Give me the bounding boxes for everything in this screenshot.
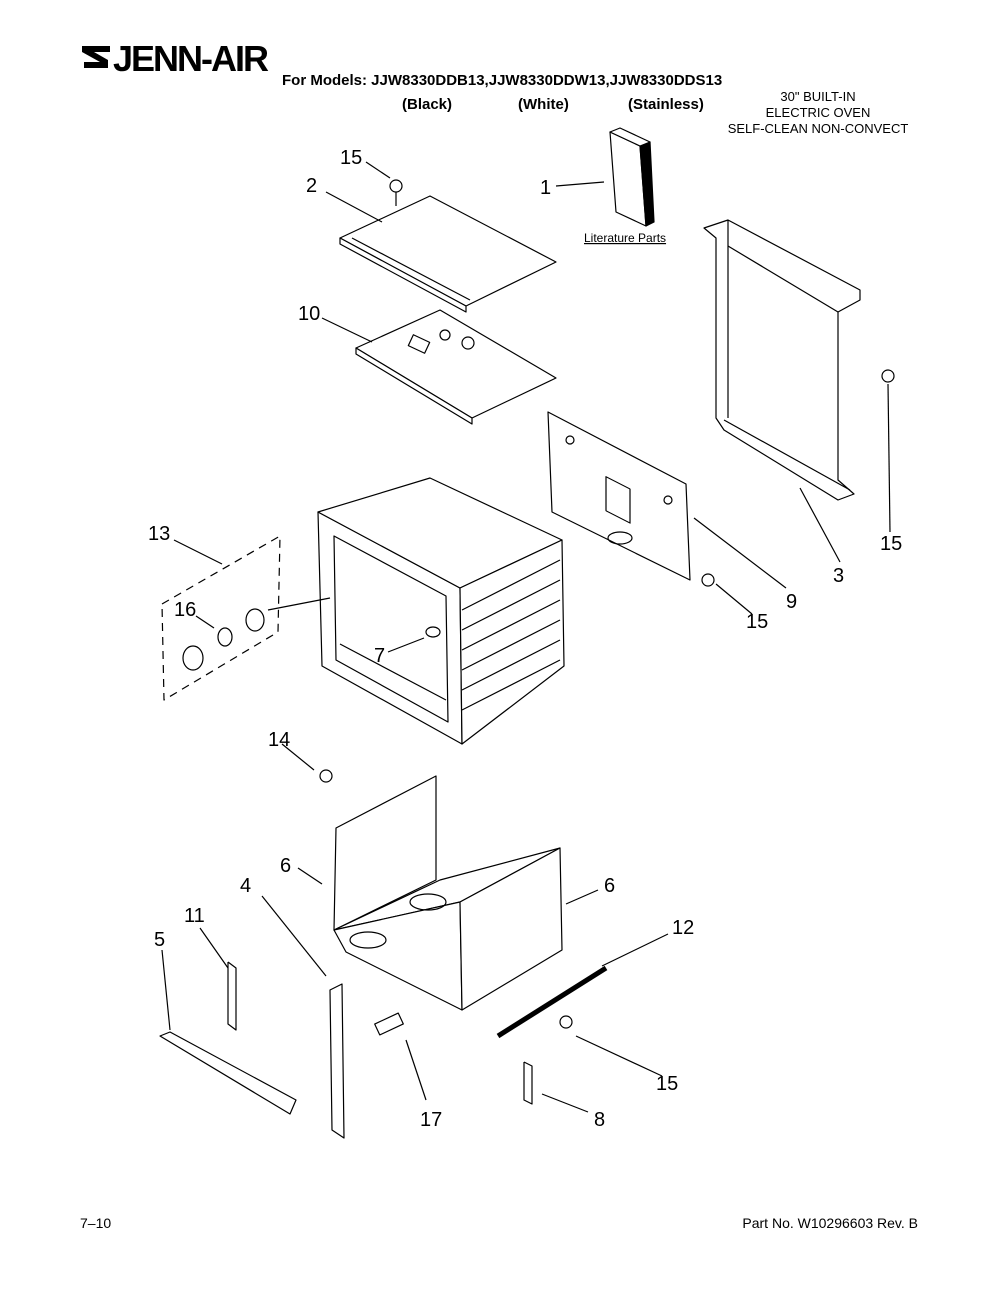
brand-name: JENN-AIR [113,38,269,79]
callout-15-rear-shroud: 15 [880,533,902,555]
rail-12 [496,965,608,1039]
variant-black: (Black) [402,96,453,113]
side-panel-left [333,775,437,931]
trim-strip-5 [159,1031,297,1115]
literature-booklet [609,127,655,227]
callout-labels: 1 2 3 4 5 6 6 7 8 9 10 11 12 13 14 15 15… [148,147,902,1131]
bracket-11 [227,961,237,1031]
callout-13: 13 [148,523,170,545]
callout-15-top: 15 [340,147,362,169]
callout-12: 12 [672,917,694,939]
screw-15-rear-panel [701,573,715,587]
oven-cavity [317,477,565,745]
screw-15-rear-shroud [881,369,895,383]
variant-stainless: (Stainless) [628,96,704,113]
callout-10: 10 [298,303,320,325]
variant-white: (White) [518,96,569,113]
callout-4: 4 [240,875,251,897]
callout-16: 16 [174,599,196,621]
latch-17 [374,1012,404,1036]
callout-15-rear-panel: 15 [746,611,768,633]
screw-15-top [389,179,403,206]
top-panel [339,195,557,313]
part-number: Part No. W10296603 Rev. B [742,1215,918,1231]
bottom-pan [333,847,563,1011]
callout-15-rail: 15 [656,1073,678,1095]
page-number: 7–10 [80,1215,112,1231]
callout-6-left: 6 [280,855,291,877]
screw-15-rail [559,1015,573,1029]
appliance-line-3: SELF-CLEAN NON-CONVECT [727,121,909,136]
trim-strip-4 [329,983,345,1139]
callout-2: 2 [306,175,317,197]
callout-17: 17 [420,1109,442,1131]
callout-14: 14 [268,729,290,751]
jenn-air-logo [80,38,280,82]
leader-lines [161,161,891,1113]
brand-mark-icon [82,46,110,68]
callout-7: 7 [374,645,385,667]
appliance-line-2: ELECTRIC OVEN [765,105,871,120]
callout-6-right: 6 [604,875,615,897]
callout-9: 9 [786,591,797,613]
literature-parts-label: Literature Parts [584,231,666,245]
appliance-line-1: 30" BUILT-IN [780,89,856,104]
rear-panel [547,411,691,581]
callout-3: 3 [833,565,844,587]
callout-8: 8 [594,1109,605,1131]
callout-5: 5 [154,929,165,951]
control-knob-group [161,535,331,701]
insulation-panel [355,309,557,425]
screw-14 [319,769,333,783]
callout-11: 11 [184,905,205,927]
callout-1: 1 [540,177,551,199]
rear-shroud [703,219,861,501]
models-line: For Models: JJW8330DDB13,JJW8330DDW13,JJ… [282,72,723,89]
bracket-8 [523,1061,533,1105]
